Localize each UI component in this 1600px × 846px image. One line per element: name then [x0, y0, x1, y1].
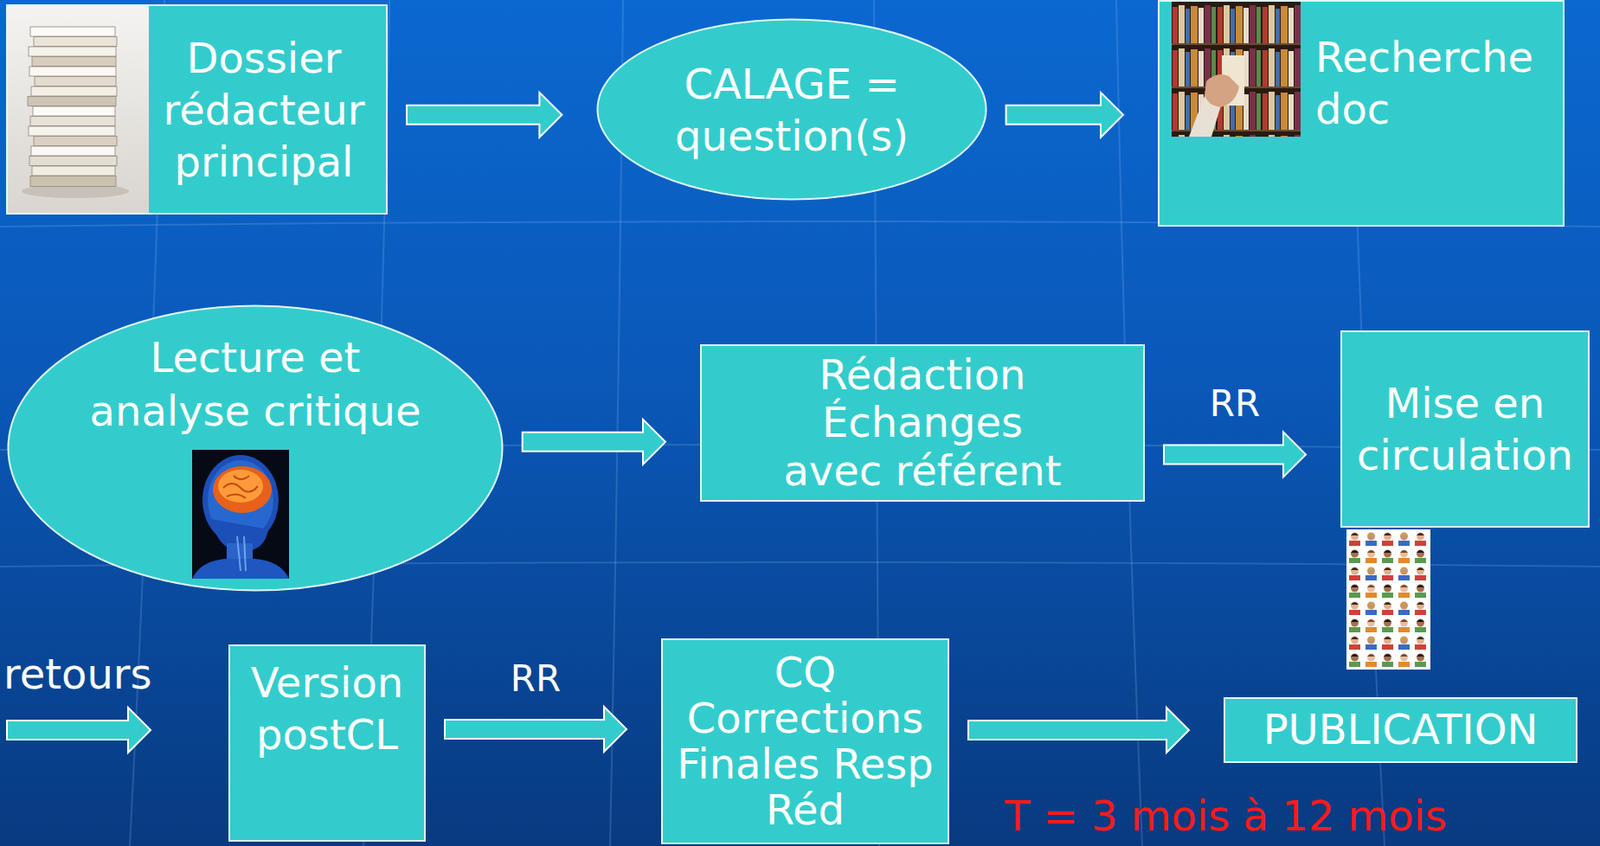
- node-text: Mise en circulation: [1347, 377, 1583, 482]
- node-text: Rédaction Échanges avec référent: [773, 351, 1073, 495]
- process-box: Rédaction Échanges avec référent: [700, 344, 1145, 502]
- process-ellipse: Lecture et analyse critique: [6, 304, 504, 592]
- block-arrow: [1163, 431, 1306, 477]
- ellipse-outline: [596, 18, 988, 201]
- text-area: Dossier rédacteur principal: [148, 12, 380, 206]
- arrow-shape: [444, 706, 627, 752]
- text-area: Rédaction Échanges avec référent: [710, 349, 1135, 497]
- arrow-shape: [406, 92, 562, 138]
- text-area: Mise en circulation: [1347, 337, 1583, 521]
- block-arrow: [968, 707, 1189, 753]
- return-arrow: [6, 707, 151, 753]
- bookshelf-photo: [1171, 1, 1301, 137]
- node-text: Version postCL: [235, 656, 419, 761]
- duration-note: T = 3 mois à 12 mois: [1004, 792, 1447, 841]
- text-area: PUBLICATION: [1232, 702, 1569, 759]
- node-text: CQ Corrections Finales Resp Réd: [675, 649, 936, 833]
- process-box: Version postCL: [228, 644, 426, 842]
- node-text: CALAGE = question(s): [632, 57, 952, 162]
- arrow-shape: [1006, 92, 1124, 138]
- edge-label: RR: [510, 658, 561, 701]
- text-area: CQ Corrections Finales Resp Réd: [669, 642, 941, 842]
- text-area: Version postCL: [235, 656, 419, 834]
- text-area: CALAGE = question(s): [632, 37, 952, 182]
- process-box: Mise en circulation: [1340, 330, 1590, 528]
- arrow-shape: [522, 419, 666, 465]
- node-text: Recherche doc: [1315, 31, 1554, 135]
- brain-scan-picture: [192, 449, 290, 579]
- arrow-shape: [968, 707, 1189, 753]
- block-arrow: [444, 706, 627, 752]
- process-ellipse: CALAGE = question(s): [596, 18, 988, 201]
- paper-stack-photo: [7, 6, 149, 213]
- process-box: PUBLICATION: [1223, 697, 1578, 764]
- text-area: Recherche doc: [1315, 31, 1556, 219]
- flow-label: retours: [3, 650, 153, 699]
- process-box: CQ Corrections Finales Resp Réd: [661, 638, 950, 845]
- block-arrow: [1006, 92, 1124, 138]
- faces-photo: [1346, 529, 1431, 670]
- process-box: Dossier rédacteur principal: [6, 4, 388, 215]
- block-arrow: [406, 92, 562, 138]
- edge-label: RR: [1209, 383, 1260, 425]
- process-box: Recherche doc: [1157, 0, 1565, 227]
- node-text: PUBLICATION: [1263, 705, 1539, 756]
- block-arrow: [522, 419, 666, 465]
- text-area: Lecture et analyse critique: [60, 330, 450, 461]
- node-text: Lecture et analyse critique: [71, 330, 440, 439]
- node-text: Dossier rédacteur principal: [151, 32, 377, 188]
- arrow-shape: [1163, 431, 1306, 477]
